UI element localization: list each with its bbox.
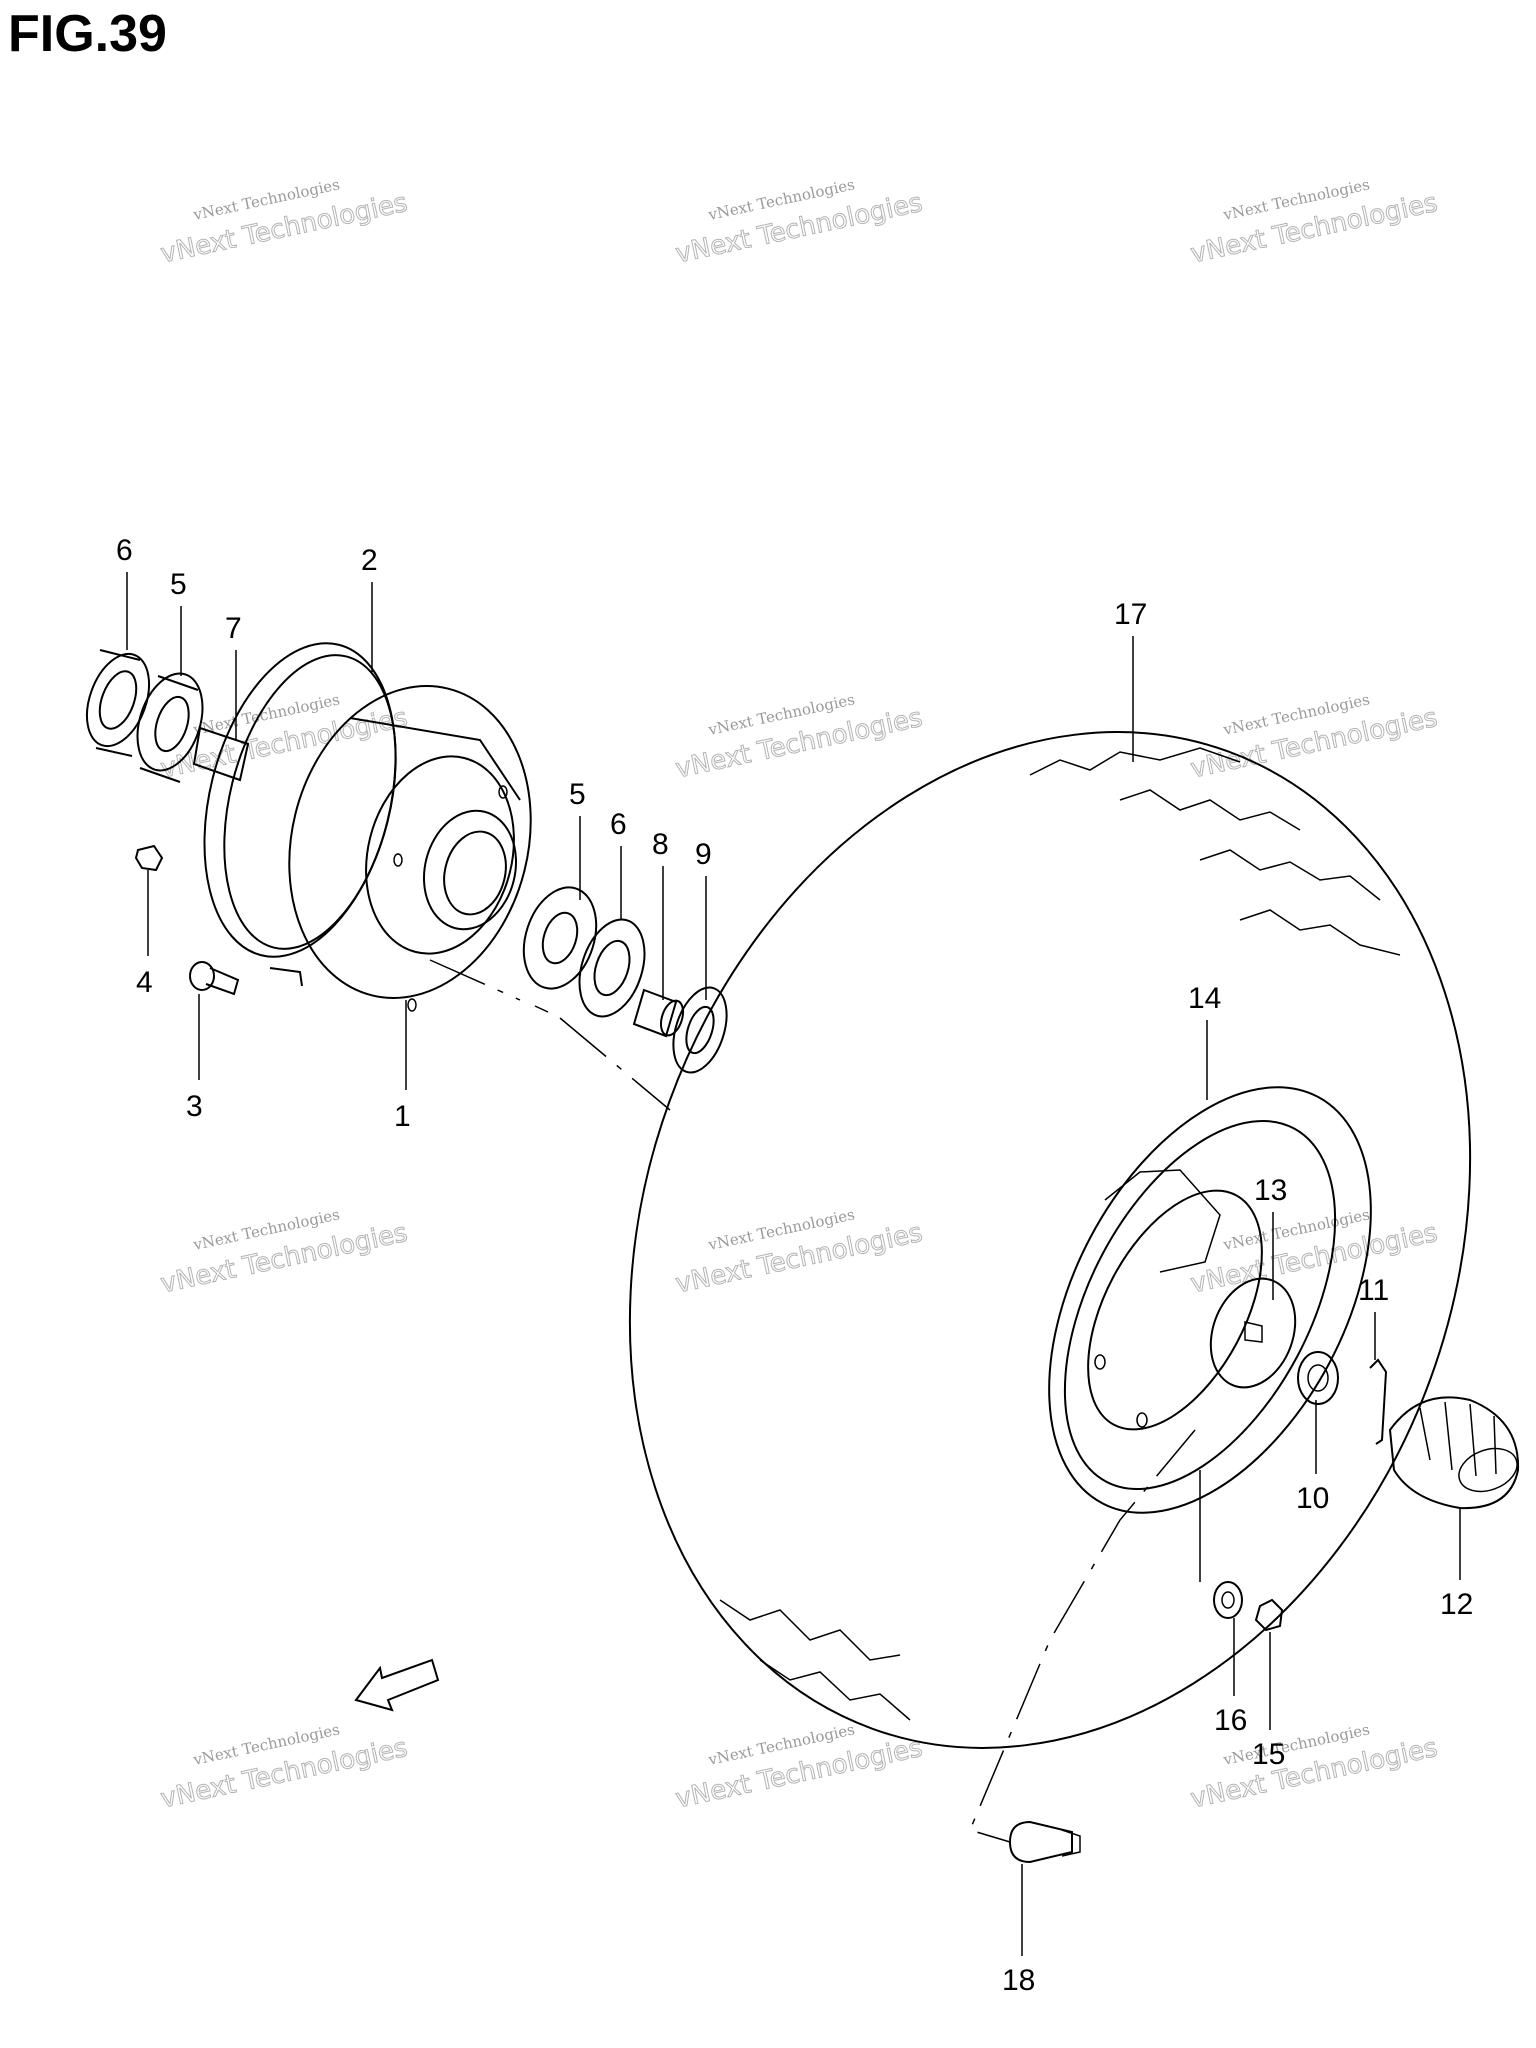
rim-part-14 <box>1048 1086 1372 1514</box>
callout-11: 11 <box>1358 1274 1389 1307</box>
washer-part-9 <box>672 986 728 1074</box>
hub-part-1 <box>288 685 532 1012</box>
wheel-assembly <box>628 731 1520 1864</box>
callout-5: 5 <box>170 568 187 601</box>
bearing-part-5b <box>522 886 598 990</box>
spacer-part-8 <box>632 988 685 1038</box>
nut-part-15 <box>1254 1598 1284 1632</box>
drum-ring-part-2 <box>203 642 397 987</box>
callout-1: 1 <box>394 1100 411 1133</box>
callout-8: 8 <box>652 828 669 861</box>
valve-part-18 <box>1008 1820 1081 1864</box>
seal-part-6b <box>578 918 646 1018</box>
bolt-part-3 <box>189 961 240 996</box>
callout-18: 18 <box>1002 1964 1035 1997</box>
callout-16: 16 <box>1214 1704 1247 1737</box>
callout-14: 14 <box>1188 982 1221 1015</box>
forward-direction-arrow: FWD <box>354 1658 440 1712</box>
bearing-part-5 <box>136 672 204 783</box>
callout-7: 7 <box>225 612 242 645</box>
callout-13: 13 <box>1254 1174 1287 1207</box>
hub-assembly <box>85 642 728 1111</box>
callout-4: 4 <box>136 966 153 999</box>
cover-part-13 <box>1209 1277 1297 1389</box>
watermark-group: vNext Technologies vNext Technologies vN… <box>158 175 1441 1815</box>
callout-labels: 6 5 7 2 4 3 1 5 6 8 9 17 14 13 11 10 12 … <box>116 534 1473 1997</box>
callout-9: 9 <box>695 838 712 871</box>
callout-5b: 5 <box>569 778 586 811</box>
fwd-label: FWD <box>389 1660 434 1692</box>
callout-6: 6 <box>116 534 133 567</box>
callout-15: 15 <box>1252 1738 1285 1771</box>
grease-nipple-part-4 <box>134 844 164 872</box>
leader-lines <box>126 572 1461 1956</box>
tyre-part-17 <box>628 731 1472 1749</box>
figure-title: FIG.39 <box>8 5 167 63</box>
callout-3: 3 <box>186 1090 203 1123</box>
callout-17: 17 <box>1114 598 1147 631</box>
washer-part-16 <box>1213 1581 1243 1619</box>
callout-2: 2 <box>361 544 378 577</box>
callout-6b: 6 <box>610 808 627 841</box>
spacer-part-7 <box>192 726 250 782</box>
castle-nut-part-10 <box>1297 1351 1339 1405</box>
nut-part-6 <box>85 649 151 757</box>
hub-cap-part-12 <box>1388 1396 1520 1510</box>
callout-10: 10 <box>1296 1482 1329 1515</box>
cotter-pin-part-11 <box>1369 1358 1388 1445</box>
callout-12: 12 <box>1440 1588 1473 1621</box>
